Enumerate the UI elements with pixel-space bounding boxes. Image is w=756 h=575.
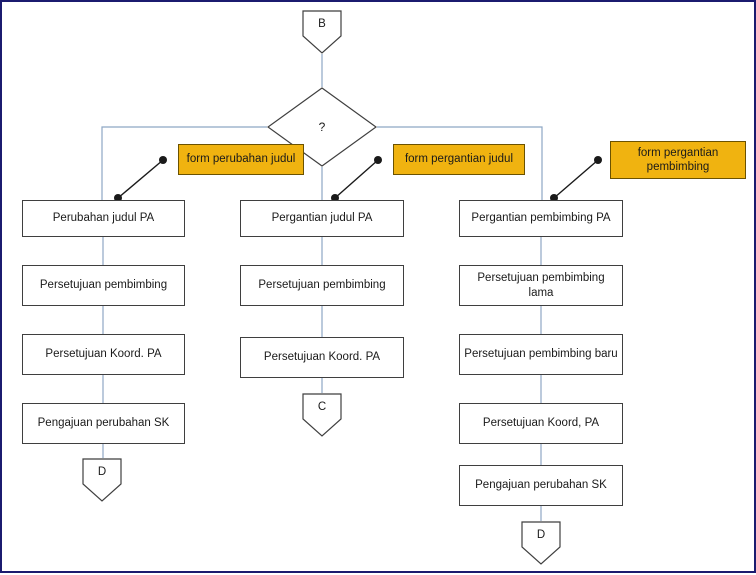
callout-form-perubahan-judul[interactable]: form perubahan judul xyxy=(178,144,304,175)
node-pergantian-pembimbing-pa[interactable]: Pergantian pembimbing PA xyxy=(459,200,623,237)
node-label: Persetujuan Koord. PA xyxy=(45,348,162,361)
pentagon-shape xyxy=(82,458,122,502)
terminator-label: C xyxy=(317,401,327,413)
terminator-start-b[interactable]: B xyxy=(302,10,342,54)
node-label: Pengajuan perubahan SK xyxy=(475,479,607,492)
node-label: Perubahan judul PA xyxy=(52,212,155,225)
node-label: Persetujuan Koord, PA xyxy=(482,417,600,430)
leader-dot-perubahan-judul-end xyxy=(159,156,167,164)
leader-line-pergantian-pembimbing xyxy=(553,159,599,199)
terminator-end-c[interactable]: C xyxy=(302,393,342,437)
node-label: Pergantian judul PA xyxy=(271,212,373,225)
node-persetujuan-pembimbing-1[interactable]: Persetujuan pembimbing xyxy=(22,265,185,306)
connector-decision-left-branch xyxy=(101,126,267,200)
node-label: Persetujuan pembimbing xyxy=(39,279,168,292)
node-label: Persetujuan pembimbing lama xyxy=(477,272,605,299)
pentagon-shape xyxy=(302,10,342,54)
node-persetujuan-pembimbing-lama[interactable]: Persetujuan pembimbing lama xyxy=(459,265,623,306)
callout-form-pergantian-judul[interactable]: form pergantian judul xyxy=(393,144,525,175)
node-label: Pengajuan perubahan SK xyxy=(37,417,170,430)
leader-dot-pergantian-judul-end xyxy=(374,156,382,164)
node-perubahan-judul-pa[interactable]: Perubahan judul PA xyxy=(22,200,185,237)
pentagon-shape xyxy=(302,393,342,437)
node-persetujuan-koord-pa-2[interactable]: Persetujuan Koord. PA xyxy=(240,337,404,378)
callout-label: form pergantian pembimbing xyxy=(637,146,719,173)
leader-line-pergantian-judul xyxy=(334,159,379,199)
node-persetujuan-koord-pa-1[interactable]: Persetujuan Koord. PA xyxy=(22,334,185,375)
node-pengajuan-perubahan-sk-1[interactable]: Pengajuan perubahan SK xyxy=(22,403,185,444)
terminator-label: D xyxy=(97,466,107,478)
connector-decision-right-branch xyxy=(377,126,543,200)
terminator-end-d-left[interactable]: D xyxy=(82,458,122,502)
pentagon-shape xyxy=(521,521,561,565)
terminator-label: B xyxy=(318,18,326,30)
callout-form-pergantian-pembimbing[interactable]: form pergantian pembimbing xyxy=(610,141,746,179)
node-persetujuan-koord-pa-3[interactable]: Persetujuan Koord, PA xyxy=(459,403,623,444)
node-pengajuan-perubahan-sk-2[interactable]: Pengajuan perubahan SK xyxy=(459,465,623,506)
node-label: Persetujuan pembimbing xyxy=(258,279,386,292)
callout-label: form perubahan judul xyxy=(186,153,296,166)
terminator-end-d-right[interactable]: D xyxy=(521,521,561,565)
terminator-label: D xyxy=(536,529,546,541)
decision-label: ? xyxy=(318,120,326,134)
node-label: Persetujuan Koord. PA xyxy=(263,351,381,364)
callout-label: form pergantian judul xyxy=(404,153,514,166)
node-label: Persetujuan pembimbing baru xyxy=(464,348,618,361)
leader-dot-pergantian-pembimbing-end xyxy=(594,156,602,164)
node-pergantian-judul-pa[interactable]: Pergantian judul PA xyxy=(240,200,404,237)
node-label: Pergantian pembimbing PA xyxy=(471,212,611,225)
leader-line-perubahan-judul xyxy=(117,159,164,199)
node-persetujuan-pembimbing-baru[interactable]: Persetujuan pembimbing baru xyxy=(459,334,623,375)
node-persetujuan-pembimbing-2[interactable]: Persetujuan pembimbing xyxy=(240,265,404,306)
